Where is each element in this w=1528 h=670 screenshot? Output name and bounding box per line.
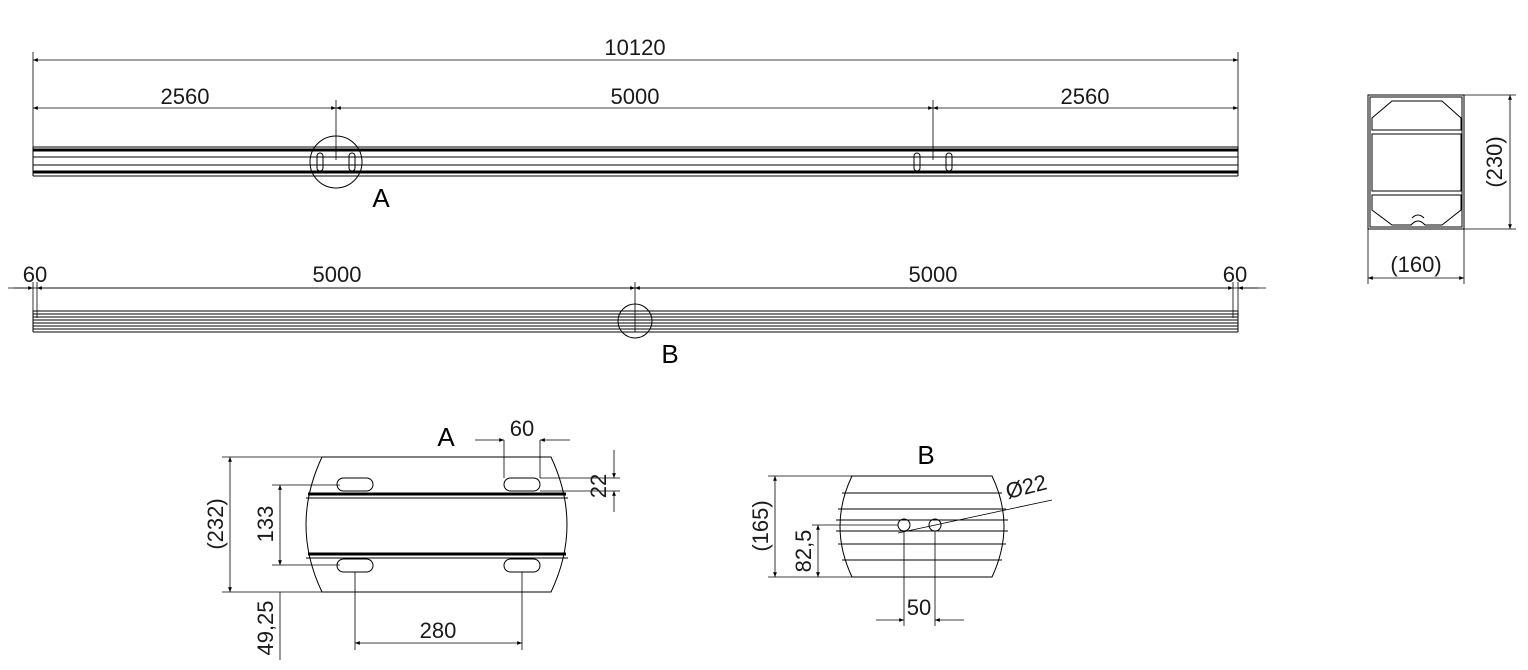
detail-a-view: A 60 22 (232) 133 49,25 <box>203 416 620 660</box>
detail-b-hole-spacing-label: 50 <box>907 595 931 620</box>
detail-b-outline <box>839 475 1005 578</box>
detail-a-height-label: (232) <box>203 498 228 549</box>
right-end-label: 60 <box>1223 262 1247 287</box>
detail-a-slot-width-label: 22 <box>586 474 611 498</box>
section-height-label: (230) <box>1482 136 1507 187</box>
detail-a-marker: A <box>372 183 390 213</box>
detail-b-height-label: (165) <box>748 500 773 551</box>
beam-side-outline <box>32 310 1239 333</box>
detail-a-slot-length-label: 60 <box>510 416 534 441</box>
beam-top-outline <box>32 146 1239 177</box>
left-span-label: 5000 <box>313 262 362 287</box>
right-span-label: 5000 <box>909 262 958 287</box>
detail-b-marker: B <box>661 339 678 369</box>
detail-b-title: B <box>917 440 934 470</box>
top-view: 10120 2560 5000 2560 A <box>32 35 1239 213</box>
detail-b-view: B Ø22 (165) 82,5 50 <box>748 440 1053 626</box>
detail-b-hole-left <box>897 518 911 532</box>
detail-b-hole-height-label: 82,5 <box>791 530 816 573</box>
detail-a-outline <box>305 456 568 593</box>
section-width-label: (160) <box>1390 252 1441 277</box>
middle-segment-label: 5000 <box>611 84 660 109</box>
detail-a-slot-spacing-label: 280 <box>420 618 457 643</box>
detail-b-hole-diameter-label: Ø22 <box>1003 470 1049 504</box>
detail-a-title: A <box>437 422 455 452</box>
side-view: 60 5000 5000 60 B <box>8 262 1266 369</box>
left-end-label: 60 <box>23 262 47 287</box>
section-outline <box>1367 94 1465 230</box>
detail-b-circle <box>617 303 653 339</box>
detail-a-bottom-offset-label: 49,25 <box>253 600 278 655</box>
left-segment-label: 2560 <box>161 84 210 109</box>
right-segment-label: 2560 <box>1061 84 1110 109</box>
cross-section-view: (230) (160) <box>1367 94 1516 284</box>
overall-length-label: 10120 <box>604 35 665 60</box>
detail-a-circle <box>309 135 363 189</box>
detail-a-rail-spacing-label: 133 <box>253 506 278 543</box>
